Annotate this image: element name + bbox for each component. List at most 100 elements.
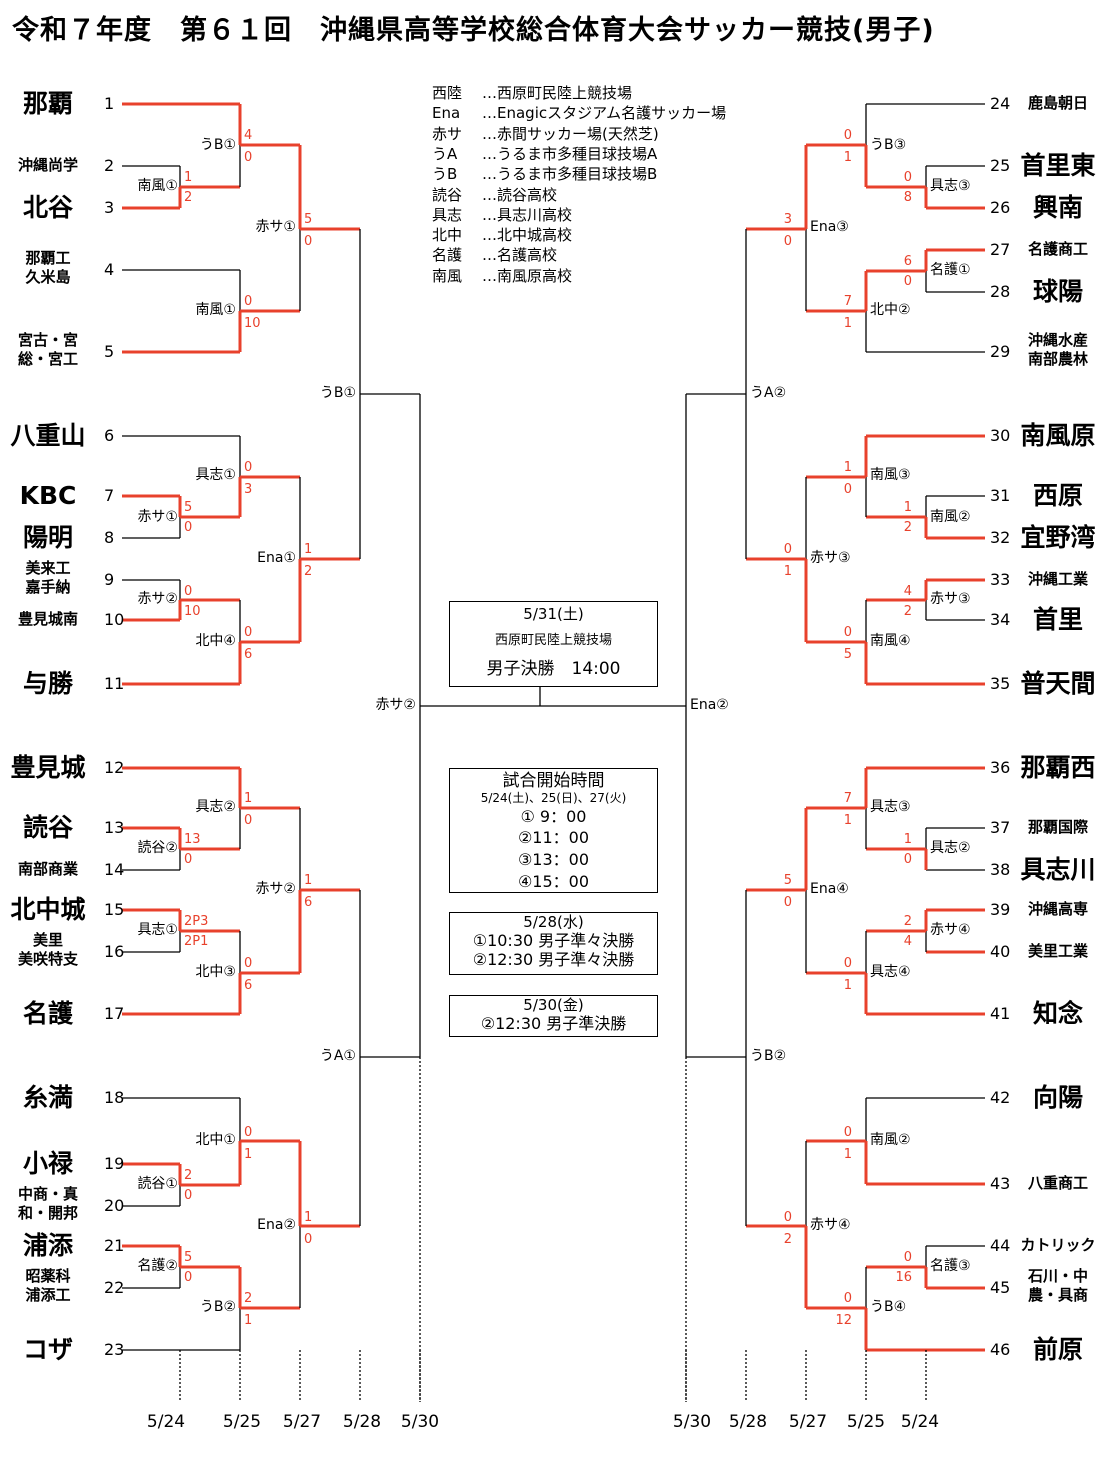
team-name: 名護 [22,999,74,1028]
score: 5 [783,873,792,888]
team-name: 那覇国際 [1027,818,1089,836]
team-number: 21 [104,1236,125,1255]
team-name: 鹿島朝日 [1027,94,1089,112]
venue-label: 具志① [195,467,236,483]
team-name: 南部商業 [17,860,79,878]
score: 0 [304,1232,313,1247]
score: 0 [843,1291,852,1306]
venue-label: うB④ [870,1299,907,1315]
legend-description: …南風原高校 [482,266,573,285]
score: 0 [783,542,792,557]
venue-label: 南風① [137,178,178,194]
score: 2 [244,1291,253,1306]
score: 2 [184,190,193,205]
team-number: 5 [104,342,115,361]
venue-label: 赤サ② [137,591,178,607]
team-number: 41 [990,1004,1011,1023]
score: 3 [244,482,253,497]
team-name: 久米島 [25,268,71,286]
team-number: 15 [104,900,125,919]
round-date: 5/24 [900,1412,940,1432]
team-name: 浦添工 [25,1286,71,1304]
score: 0 [783,895,792,910]
final-box: 5/31(土) 西原町民陸上競技場 男子決勝 14:00 [449,601,658,687]
team-number: 27 [990,240,1011,259]
team-number: 42 [990,1088,1011,1107]
score: 1 [843,978,852,993]
score: 1 [783,564,792,579]
team-name: 首里東 [1020,151,1096,180]
team-name: KBC [19,481,77,510]
score: 0 [843,625,852,640]
team-number: 1 [104,94,115,113]
team-number: 8 [104,528,115,547]
venue-label: うB② [199,1299,236,1315]
score: 1 [843,1147,852,1162]
score: 0 [184,584,193,599]
team-number: 24 [990,94,1011,113]
legend-description: …読谷高校 [482,185,558,204]
score: 0 [903,274,912,289]
round-date: 5/25 [846,1412,886,1432]
venue-label: うB② [750,1048,787,1064]
score: 4 [903,934,912,949]
score: 0 [244,150,253,165]
score: 1 [304,542,313,557]
venue-label: 具志④ [870,964,911,980]
venue-label: 北中④ [195,633,236,649]
round-date: 5/25 [222,1412,262,1432]
venue-label: うA① [319,1048,356,1064]
team-number: 20 [104,1196,125,1215]
quarterfinal-box: 5/28(水) ①10:30 男子準々決勝 ②12:30 男子準々決勝 [449,912,658,975]
score: 1 [843,316,852,331]
team-name: 南風原 [1020,421,1096,450]
venue-label: 赤サ② [255,881,296,897]
score: 0 [244,1125,253,1140]
venue-label: うB③ [870,137,907,153]
score: 8 [903,190,912,205]
team-name: コザ [22,1335,74,1364]
team-name: 那覇 [22,89,74,118]
score: 0 [843,956,852,971]
team-number: 37 [990,818,1011,837]
team-name: 具志川 [1020,855,1096,884]
team-name: 首里 [1032,605,1084,634]
score: 0 [783,1210,792,1225]
team-number: 12 [104,758,125,777]
score: 2 [184,1168,193,1183]
final-match: 男子決勝 14:00 [486,658,621,679]
score: 2 [903,914,912,929]
venue-label: 赤サ④ [930,922,971,938]
round-date: 5/28 [728,1412,768,1432]
score: 13 [184,832,201,847]
venue-label: うB① [199,137,236,153]
team-number: 32 [990,528,1011,547]
venue-label: 赤サ④ [810,1217,851,1233]
venue-label: 赤サ① [255,219,296,235]
score: 1 [244,791,253,806]
team-name: 中商・真 [17,1185,79,1203]
score: 0 [304,234,313,249]
team-number: 10 [104,610,125,629]
legend-description: …Enagicスタジアム名護サッカー場 [482,104,727,123]
team-name: 和・開邦 [17,1204,79,1222]
team-name: 昭薬科 [25,1267,71,1285]
team-number: 30 [990,426,1011,445]
team-name: 西原 [1032,481,1084,510]
legend-code: 北中 [432,226,463,245]
venue-label: Ena④ [810,881,849,897]
venue-label: 具志③ [930,178,971,194]
team-name: 沖縄高専 [1027,900,1089,918]
score: 0 [843,482,852,497]
start-time-slot: ① 9：00 [520,806,587,826]
score: 3 [783,212,792,227]
score: 4 [903,584,912,599]
team-name: 八重商工 [1027,1174,1089,1192]
team-name: 美里工業 [1027,942,1089,960]
score: 0 [843,128,852,143]
score: 5 [304,212,313,227]
venue-label: Ena② [690,697,729,713]
team-number: 34 [990,610,1011,629]
team-number: 4 [104,260,115,279]
